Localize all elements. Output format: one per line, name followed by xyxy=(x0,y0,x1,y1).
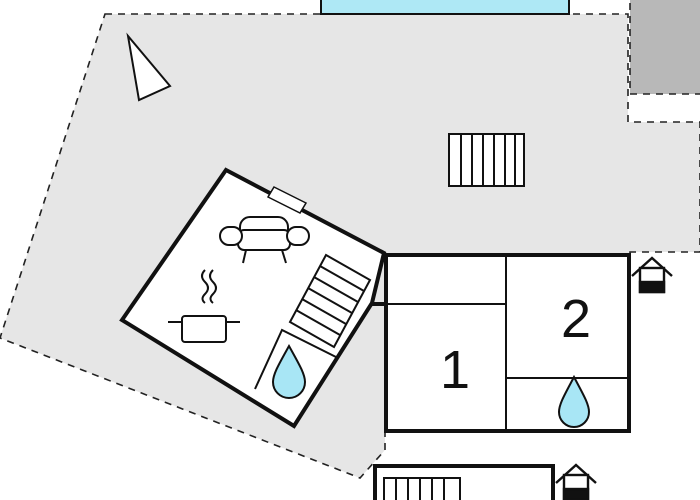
sofa-icon xyxy=(219,216,310,264)
cooking-pot-icon xyxy=(168,269,240,343)
main-building xyxy=(384,253,631,433)
shed-area xyxy=(629,0,700,95)
staircase xyxy=(288,253,372,349)
bathroom-small xyxy=(254,328,337,399)
room-label-2: 2 xyxy=(561,289,591,349)
window xyxy=(266,186,308,214)
interior-walls xyxy=(386,255,629,431)
swimming-pool xyxy=(320,0,570,15)
bottom-staircase xyxy=(383,477,461,500)
living-kitchen-block xyxy=(119,167,387,429)
bathroom-drop-icon xyxy=(557,374,591,428)
north-arrow-icon xyxy=(126,32,172,102)
doghouse-icon xyxy=(555,463,597,500)
bathroom-drop-icon xyxy=(271,343,307,399)
outdoor-shower-icon xyxy=(448,133,525,187)
room-label-1: 1 xyxy=(440,340,470,400)
doghouse-icon xyxy=(631,256,673,294)
